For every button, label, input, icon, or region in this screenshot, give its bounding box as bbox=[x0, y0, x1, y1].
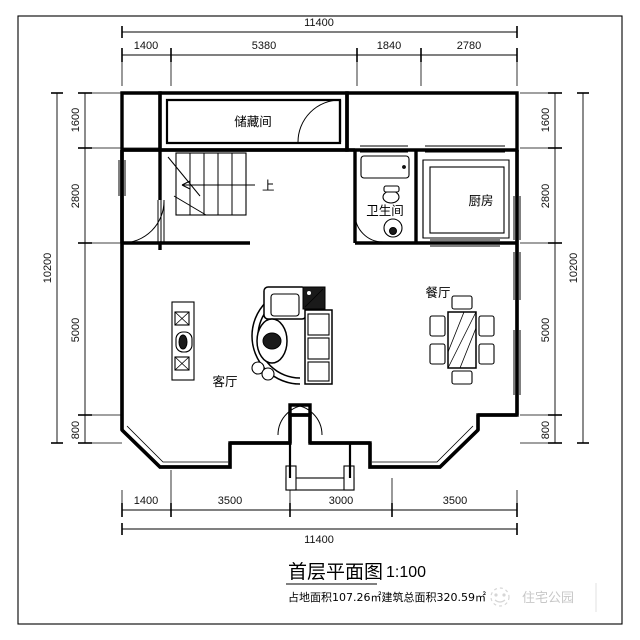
room-labels: 储藏间 卫生间 厨房 餐厅 客厅 bbox=[212, 114, 493, 389]
dim-top-seg-2: 1840 bbox=[377, 40, 401, 52]
window-top-bath bbox=[360, 145, 408, 153]
dim-bottom-seg-1: 3500 bbox=[218, 495, 242, 507]
tv-cabinet-icon bbox=[171, 301, 195, 381]
dining-chair bbox=[478, 343, 495, 365]
logo-mark-icon bbox=[490, 587, 510, 607]
dim-left-seg-1: 2800 bbox=[70, 184, 82, 208]
sink-icon bbox=[383, 218, 403, 238]
door-storage bbox=[297, 99, 342, 143]
dim-right-seg-0: 1600 bbox=[540, 108, 552, 132]
dining-chair bbox=[451, 295, 473, 310]
page-border bbox=[17, 15, 623, 625]
windows bbox=[118, 145, 521, 395]
toilet-icon bbox=[382, 185, 400, 204]
window-right-kitchen bbox=[513, 196, 521, 240]
dim-left-seg-2: 5000 bbox=[70, 318, 82, 342]
dimension-chain-left: 10200 1600 2800 5000 800 bbox=[42, 92, 160, 444]
dim-top-seg-1: 5380 bbox=[252, 40, 276, 52]
room-label-bathroom: 卫生间 bbox=[366, 203, 404, 218]
window-top-kitchen bbox=[425, 145, 505, 153]
room-label-storage: 储藏间 bbox=[234, 114, 272, 129]
area-note: 占地面积107.26㎡建筑总面积320.59㎡ bbox=[288, 590, 486, 604]
dim-left-seg-3: 800 bbox=[70, 421, 82, 439]
door-main-entry bbox=[277, 403, 323, 436]
stools-icon bbox=[251, 361, 275, 381]
dim-bottom-seg-2: 3000 bbox=[329, 495, 353, 507]
dining-chair bbox=[478, 315, 495, 337]
living-room-furniture bbox=[171, 286, 333, 385]
watermark-text: 住宅公园 bbox=[522, 591, 574, 606]
door-side-entry bbox=[121, 200, 165, 245]
dimension-chain-right: 10200 1600 2800 5000 800 bbox=[520, 92, 589, 444]
side-seating-icon bbox=[304, 309, 333, 385]
room-label-living: 客厅 bbox=[212, 374, 237, 389]
room-label-dining: 餐厅 bbox=[425, 285, 450, 300]
dim-top-seg-0: 1400 bbox=[134, 40, 158, 52]
side-table-icon bbox=[302, 286, 326, 310]
door-bathroom bbox=[353, 213, 384, 243]
bathroom-fixtures bbox=[360, 155, 410, 238]
bathtub-icon bbox=[360, 155, 410, 179]
dimension-chain-bottom: 1400 3500 3000 3500 11400 bbox=[121, 470, 518, 546]
staircase: 上 bbox=[167, 152, 275, 216]
entry-porch bbox=[285, 443, 355, 491]
coffee-table-icon bbox=[256, 318, 288, 364]
doors bbox=[121, 99, 384, 436]
drawing-title: 首层平面图 bbox=[288, 561, 383, 583]
dim-bottom-seg-0: 1400 bbox=[134, 495, 158, 507]
dim-bottom-total: 11400 bbox=[304, 534, 334, 546]
dim-left-total: 10200 bbox=[42, 253, 54, 284]
dim-top-total: 11400 bbox=[304, 17, 334, 29]
dining-chair bbox=[429, 343, 446, 365]
room-label-kitchen: 厨房 bbox=[468, 193, 493, 208]
window-right-dining-lower bbox=[513, 330, 521, 395]
window-kitchen-bottom bbox=[430, 239, 500, 247]
dining-chair bbox=[451, 370, 473, 385]
dim-right-seg-2: 5000 bbox=[540, 318, 552, 342]
window-right-dining-upper bbox=[513, 252, 521, 300]
dim-right-seg-3: 800 bbox=[540, 421, 552, 439]
window-left-storage bbox=[118, 160, 126, 196]
watermark: 住宅公园 bbox=[490, 583, 597, 612]
drawing-scale: 1:100 bbox=[386, 564, 426, 581]
stair-direction-label: 上 bbox=[262, 178, 275, 193]
dim-right-seg-1: 2800 bbox=[540, 184, 552, 208]
dimension-chain-top: 11400 1400 5380 1840 2780 bbox=[121, 17, 518, 86]
dim-right-total: 10200 bbox=[568, 253, 580, 284]
dim-left-seg-0: 1600 bbox=[70, 108, 82, 132]
dining-set bbox=[429, 295, 495, 385]
kitchen-counter bbox=[422, 159, 510, 239]
title-block: 首层平面图 1:100 占地面积107.26㎡建筑总面积320.59㎡ bbox=[286, 561, 486, 604]
dim-bottom-seg-3: 3500 bbox=[443, 495, 467, 507]
dining-chair bbox=[429, 315, 446, 337]
dim-top-seg-3: 2780 bbox=[457, 40, 481, 52]
